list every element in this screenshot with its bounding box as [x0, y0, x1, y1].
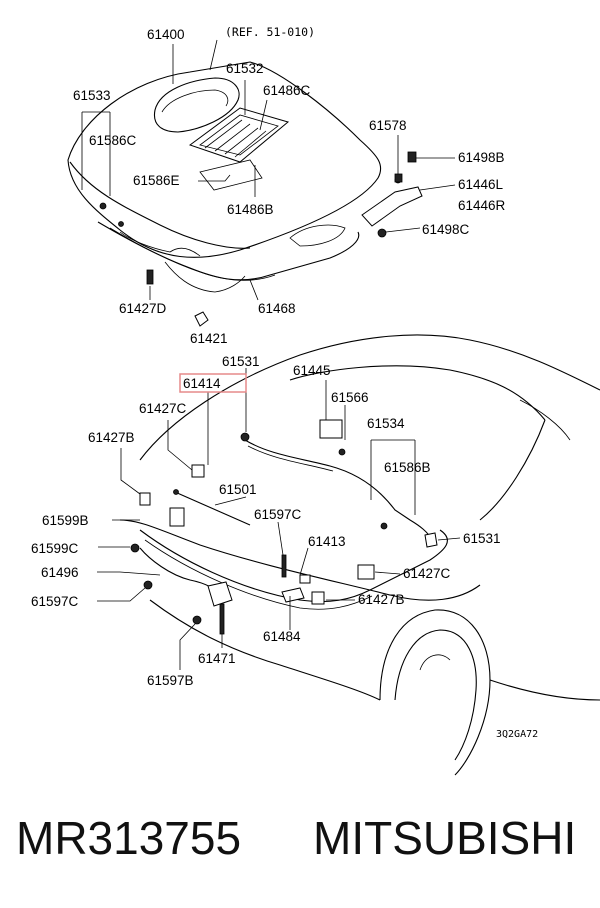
label-61534: 61534: [367, 416, 405, 431]
leader-lines: [81, 39, 461, 670]
label-61498c: 61498C: [422, 222, 470, 237]
footer: MR313755 MITSUBISHI: [0, 808, 600, 878]
label-61597b: 61597B: [147, 673, 194, 688]
part-number: MR313755: [16, 812, 242, 864]
label-61414: 61414: [183, 376, 221, 391]
label-61586c: 61586C: [89, 133, 137, 148]
brand-name: MITSUBISHI: [313, 812, 577, 864]
label-61533: 61533: [73, 88, 111, 103]
ref-note: (REF. 51-010): [225, 25, 315, 39]
label-61427b-upper: 61427B: [88, 430, 135, 445]
label-61597c-upper: 61597C: [254, 507, 302, 522]
image-code: 3Q2GA72: [496, 729, 538, 740]
label-61578: 61578: [369, 118, 407, 133]
bumper-61427d: [146, 269, 154, 285]
label-61468: 61468: [258, 301, 296, 316]
label-61531-top: 61531: [222, 354, 260, 369]
label-61421: 61421: [190, 331, 228, 346]
label-61501: 61501: [219, 482, 257, 497]
hardware-parts: [130, 419, 438, 635]
label-61427c-upper: 61427C: [139, 401, 187, 416]
label-61484: 61484: [263, 629, 301, 644]
clip-61421: [194, 311, 209, 327]
label-61566: 61566: [331, 390, 369, 405]
label-61586b: 61586B: [384, 460, 431, 475]
label-61532: 61532: [226, 61, 264, 76]
label-61597c-lower: 61597C: [31, 594, 79, 609]
hood-hinge: [361, 151, 423, 238]
label-61486c: 61486C: [263, 83, 311, 98]
label-61498b: 61498B: [458, 150, 505, 165]
label-61427b-lower: 61427B: [358, 592, 405, 607]
label-61446l: 61446L: [458, 177, 504, 192]
label-61427d: 61427D: [119, 301, 167, 316]
highlight-box: [179, 373, 247, 393]
label-61586e: 61586E: [133, 173, 180, 188]
label-61413: 61413: [308, 534, 346, 549]
label-61446r: 61446R: [458, 198, 506, 213]
label-61400: 61400: [147, 27, 185, 42]
label-61531-right: 61531: [463, 531, 501, 546]
hood-panel: [67, 61, 382, 293]
label-61445: 61445: [293, 363, 331, 378]
label-61496: 61496: [41, 565, 79, 580]
part-labels: (REF. 51-010) 61400 61533 61586C 61532 6…: [31, 25, 538, 740]
parts-diagram: (REF. 51-010) 61400 61533 61586C 61532 6…: [31, 25, 600, 776]
label-61427c-lower: 61427C: [403, 566, 451, 581]
label-61486b: 61486B: [227, 202, 274, 217]
car-body: [119, 334, 600, 776]
label-61599b: 61599B: [42, 513, 89, 528]
label-61599c: 61599C: [31, 541, 79, 556]
label-61471: 61471: [198, 651, 236, 666]
